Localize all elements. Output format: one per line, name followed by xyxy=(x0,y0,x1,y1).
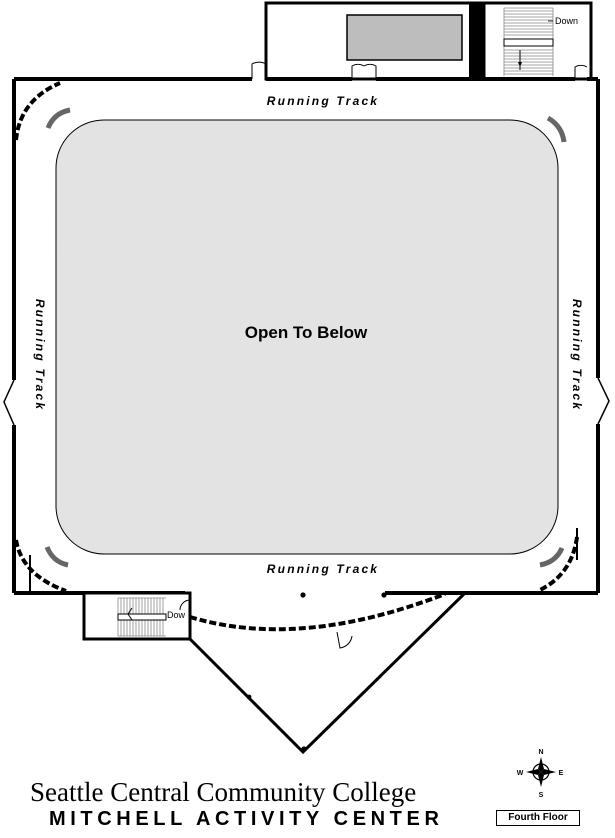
compass-e: E xyxy=(559,770,564,777)
arrow-se xyxy=(539,546,565,568)
center-name: MITCHELL ACTIVITY CENTER xyxy=(49,808,444,830)
running-track-label-bottom: Running Track xyxy=(267,562,379,576)
east-bay xyxy=(597,377,610,425)
floor-label: Fourth Floor xyxy=(496,810,580,826)
south-lobby xyxy=(188,591,467,755)
running-track-label-top: Running Track xyxy=(267,94,379,108)
annex-door[interactable] xyxy=(251,61,267,79)
arrow-ne xyxy=(546,115,567,143)
compass-n: N xyxy=(538,749,543,756)
annex-double-door[interactable] xyxy=(351,63,377,79)
pool-area xyxy=(346,14,463,61)
lobby-door[interactable] xyxy=(336,631,353,649)
stair-down-label-ne: Down xyxy=(555,16,578,26)
main-building xyxy=(3,77,610,598)
stairwell-southwest[interactable]: Dow xyxy=(82,591,192,641)
running-track-label-left: Running Track xyxy=(33,299,47,411)
north-annex xyxy=(251,1,485,81)
college-name: Seattle Central Community College xyxy=(30,777,417,807)
open-to-below-label: Open To Below xyxy=(245,323,368,342)
lobby-window-wall xyxy=(189,592,446,632)
open-to-below-area xyxy=(55,119,559,555)
annex-partition xyxy=(469,3,484,79)
stairwell-northeast[interactable]: Down xyxy=(482,1,593,81)
arrow-sw xyxy=(44,545,69,568)
compass-w: W xyxy=(517,770,524,777)
arrow-nw xyxy=(45,107,71,130)
compass-rose-icon: N S E W xyxy=(517,749,564,799)
compass-s: S xyxy=(539,792,544,799)
track-direction-arrows xyxy=(44,107,567,568)
stair-down-label-sw: Dow xyxy=(167,610,186,620)
stair-door-ne[interactable] xyxy=(574,64,588,79)
west-bay xyxy=(3,379,15,426)
running-track-label-right: Running Track xyxy=(570,299,584,411)
